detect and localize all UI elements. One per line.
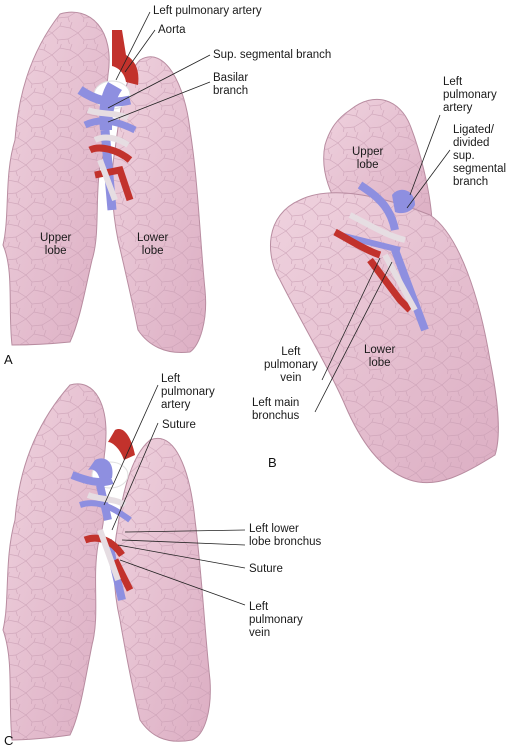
panel-a-hilum bbox=[77, 82, 137, 211]
panel-a-marker: A bbox=[4, 352, 13, 367]
label-c-left-pulmonary-vein: Left pulmonary vein bbox=[249, 601, 303, 639]
panel-c-leaders bbox=[103, 384, 246, 606]
label-a-sup-segmental-branch: Sup. segmental branch bbox=[213, 49, 332, 61]
panel-c-aorta bbox=[108, 429, 135, 460]
label-b-left-main-bronchus: Left main bronchus bbox=[252, 397, 300, 422]
panel-b-hilum bbox=[333, 181, 429, 332]
label-a-aorta: Aorta bbox=[158, 24, 186, 36]
panel-b-leaders bbox=[314, 114, 451, 413]
panel-a-aorta bbox=[112, 30, 139, 85]
label-c-suture-bottom: Suture bbox=[249, 563, 283, 575]
label-a-basilar-branch: Basilar branch bbox=[213, 72, 249, 97]
label-b-ligated-branch: Ligated/ divided sup. segmental branch bbox=[453, 124, 507, 188]
panel-b-marker: B bbox=[268, 455, 277, 470]
panel-c-hilum bbox=[70, 458, 134, 601]
label-c-left-lower-lobe-bronchus: Left lower lobe bronchus bbox=[249, 523, 322, 548]
panel-a-figure bbox=[2, 11, 211, 354]
label-b-upper-lobe: Upper lobe bbox=[352, 146, 384, 171]
label-a-upper-lobe: Upper lobe bbox=[40, 232, 72, 257]
panel-b-figure bbox=[270, 98, 499, 484]
label-a-left-pulmonary-artery: Left pulmonary artery bbox=[153, 5, 262, 17]
label-b-left-pulmonary-artery: Left pulmonary artery bbox=[443, 76, 497, 114]
panel-a-leaders bbox=[107, 11, 211, 123]
label-a-lower-lobe: Lower lobe bbox=[137, 232, 169, 257]
label-c-suture-top: Suture bbox=[162, 419, 196, 431]
label-b-lower-lobe: Lower lobe bbox=[364, 344, 396, 369]
label-c-left-pulmonary-artery: Left pulmonary artery bbox=[161, 373, 215, 411]
panel-c-figure bbox=[2, 383, 246, 742]
panel-c-marker: C bbox=[4, 733, 14, 748]
label-b-left-pulmonary-vein: Left pulmonary vein bbox=[264, 346, 318, 384]
